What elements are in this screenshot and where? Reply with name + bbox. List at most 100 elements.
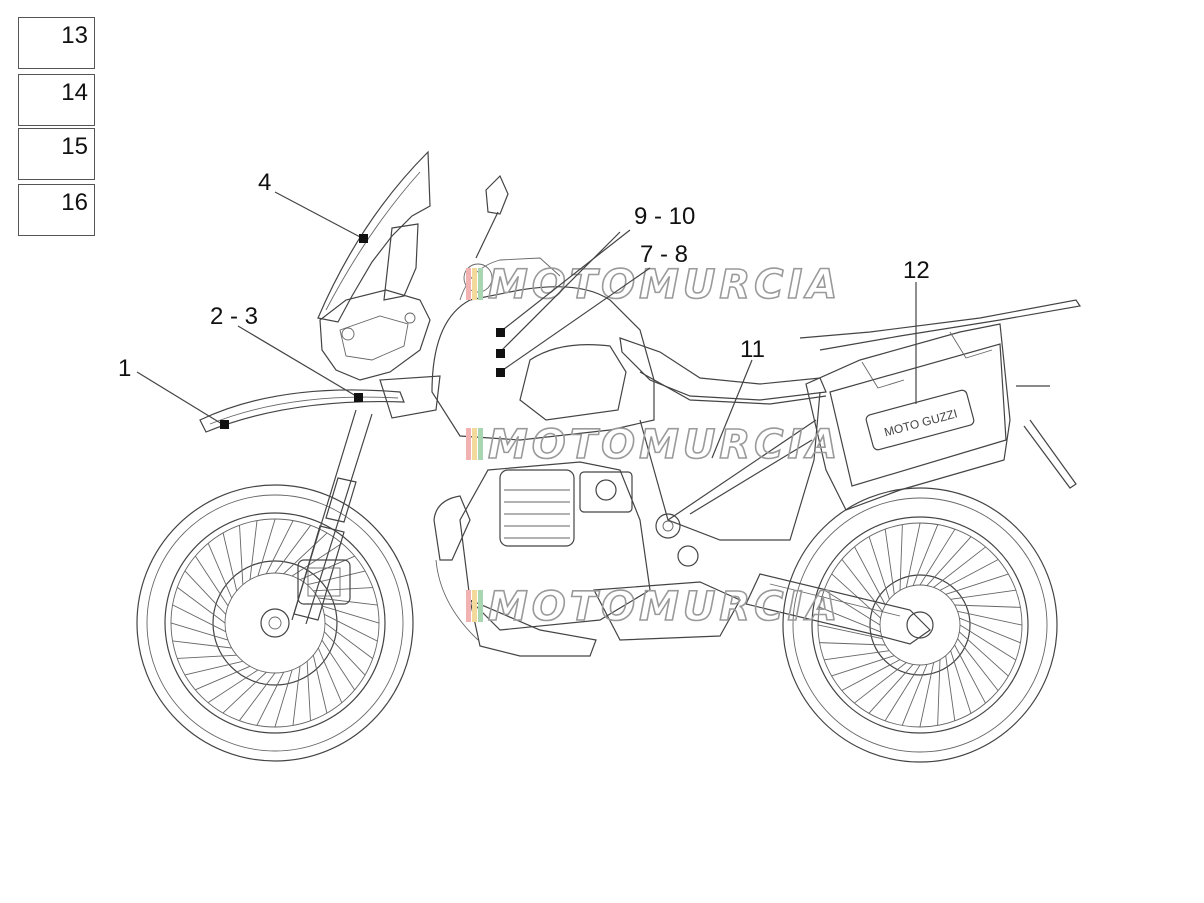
wheel-spoke <box>172 640 232 649</box>
frame <box>639 299 1082 567</box>
rear-wheel <box>782 487 1058 763</box>
wheel-spoke <box>945 655 956 721</box>
wheel-spoke <box>321 605 380 624</box>
wheel-spoke <box>170 622 229 641</box>
callout-4: 4 <box>258 169 271 196</box>
wheel-spoke <box>959 624 1017 661</box>
rear-mudguard <box>1016 385 1077 489</box>
wheel-spoke <box>274 669 293 728</box>
callout-11: 11 <box>740 336 765 363</box>
callout-7-8: 7 - 8 <box>640 241 688 268</box>
pannier-logo: MOTO GUZZI <box>883 406 959 439</box>
wheel-spoke <box>954 644 986 704</box>
callout-labels: 1 2 - 3 4 9 - 10 7 - 8 11 12 <box>118 169 930 382</box>
wheel-spoke <box>819 642 886 646</box>
wheel-spoke <box>954 604 1021 608</box>
marker-4 <box>359 234 368 243</box>
callout-2-3: 2 - 3 <box>210 303 258 330</box>
wheel-spoke <box>854 546 886 606</box>
wheel-spoke <box>957 610 1023 626</box>
seat <box>619 337 827 405</box>
wheel-spoke <box>195 665 251 691</box>
wheel-spoke <box>831 573 881 619</box>
wheel-spoke <box>256 672 285 726</box>
front-mudguard <box>199 389 405 433</box>
wheel-spoke <box>249 520 258 580</box>
wheel-spoke <box>283 532 328 575</box>
wheel-spoke <box>265 520 294 574</box>
wheel-spoke <box>292 666 301 726</box>
part-box-14: 14 <box>18 74 95 126</box>
mirror <box>475 174 509 259</box>
wheel-spoke <box>306 661 311 721</box>
wheel-spoke <box>239 525 244 585</box>
wheel-spoke <box>959 631 1009 677</box>
wheel-spoke <box>321 639 355 691</box>
wheel-spoke <box>207 543 233 599</box>
wheel-spoke <box>957 638 999 691</box>
wheel-spoke <box>841 659 901 691</box>
pannier: MOTO GUZZI <box>805 323 1011 511</box>
part-box-15: 15 <box>18 128 95 180</box>
watermark-text: MOTOMURCIA <box>488 422 841 468</box>
wheel-spoke <box>912 524 939 586</box>
wheel-spoke <box>323 631 366 676</box>
wheel-spoke <box>324 622 373 660</box>
callout-markers <box>220 234 505 429</box>
callout-9-10: 9 - 10 <box>634 203 695 230</box>
part-box-label: 15 <box>61 133 88 160</box>
marker-7-8 <box>496 368 505 377</box>
part-box-label: 14 <box>61 79 88 106</box>
wheel-spoke <box>177 586 226 624</box>
wheel-spoke <box>184 570 227 615</box>
wheel-spoke <box>318 597 378 606</box>
wheel-spoke <box>238 672 276 721</box>
callout-1: 1 <box>118 355 131 382</box>
wheel-spoke <box>823 589 881 626</box>
wheel-spoke <box>313 587 373 592</box>
wheel-spoke <box>257 518 276 577</box>
watermark-group: MOTOMURCIA MOTOMURCIA MOTOMURCIA <box>487 261 841 631</box>
fuel-tank <box>431 257 655 441</box>
part-box-label: 16 <box>61 189 88 216</box>
engine <box>433 461 741 657</box>
wheel-spoke <box>312 655 328 714</box>
wheel-spoke <box>933 546 986 588</box>
wheel-spoke <box>901 664 928 726</box>
marker-9 <box>496 328 505 337</box>
wheel-spoke <box>905 522 921 588</box>
wheel-spoke <box>317 647 343 703</box>
wheel-spoke <box>184 660 243 676</box>
watermark-text: MOTOMURCIA <box>488 584 841 630</box>
wheel-spoke <box>831 655 895 677</box>
marker-1 <box>220 420 229 429</box>
swingarm <box>745 573 931 645</box>
wheel-spoke <box>841 559 883 612</box>
part-box-13: 13 <box>18 17 95 69</box>
wheel-spoke <box>307 570 366 586</box>
part-box-label: 13 <box>61 22 88 49</box>
wheel-spoke <box>819 606 881 633</box>
wheel-spoke <box>222 532 238 591</box>
wheel-spoke <box>919 662 935 728</box>
wheel-spoke <box>950 589 1016 600</box>
wheel-spoke <box>824 650 890 661</box>
front-fairing <box>319 289 441 419</box>
leader-lines <box>136 191 917 459</box>
wheel-spoke <box>937 659 941 726</box>
part-box-16: 16 <box>18 184 95 236</box>
wheel-spoke <box>899 524 903 591</box>
wheel-spoke <box>884 529 895 595</box>
wheel-spoke <box>884 664 921 722</box>
front-fork <box>291 409 373 625</box>
wheel-spoke <box>950 650 972 714</box>
windscreen <box>317 150 431 323</box>
wheel-spoke <box>919 528 956 586</box>
wheel-spoke <box>324 613 378 642</box>
marker-2-3 <box>354 393 363 402</box>
front-wheel <box>136 484 414 762</box>
wheel-spoke <box>854 662 907 704</box>
wheel-spoke <box>959 617 1021 644</box>
wheel-spoke <box>939 559 999 591</box>
